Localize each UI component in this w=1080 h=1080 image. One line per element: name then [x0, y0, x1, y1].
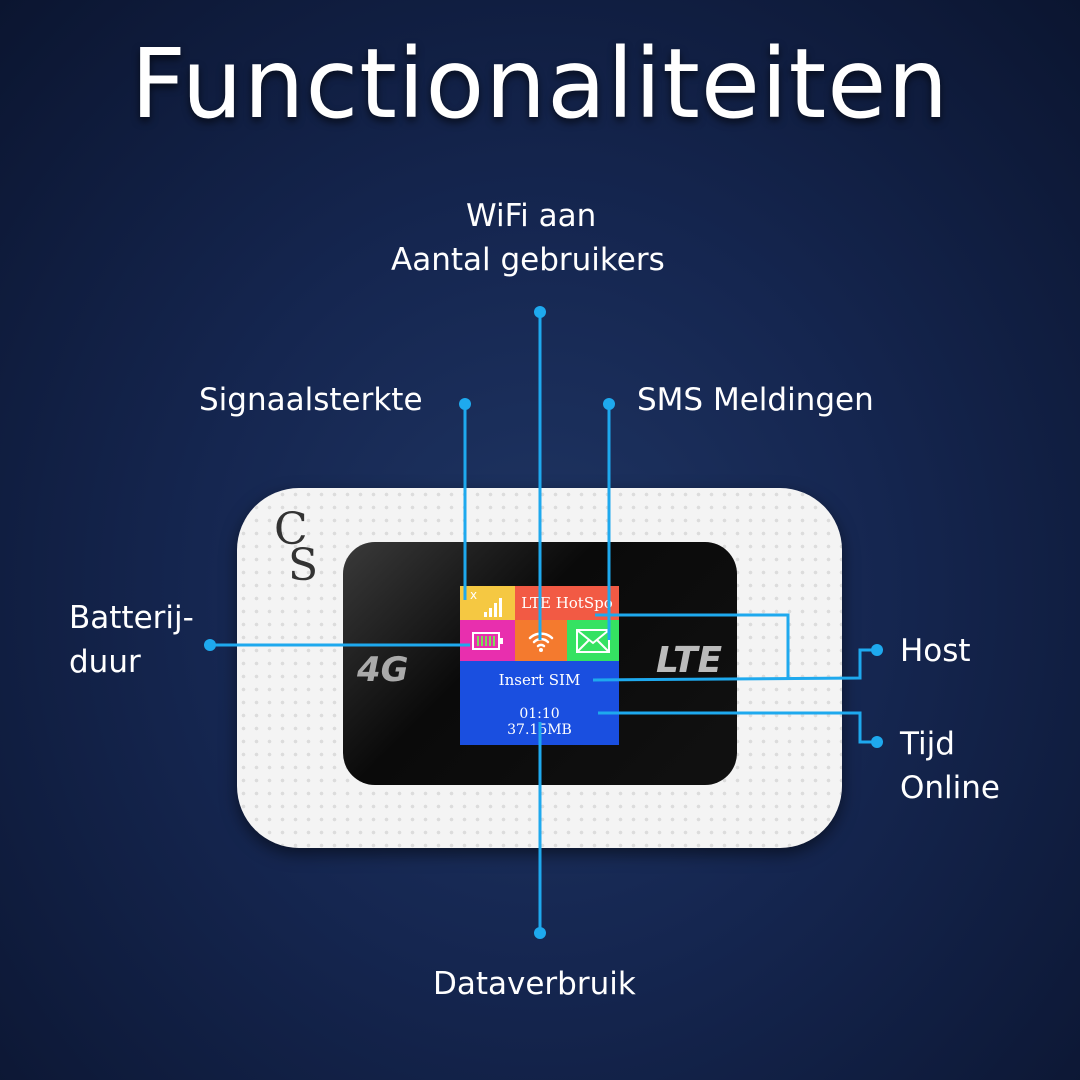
signal-dot	[459, 398, 471, 410]
network-tile: LTE HotSpo	[515, 586, 619, 620]
time-dot	[871, 736, 883, 748]
no-service-mark: x	[470, 588, 478, 602]
label-online: Online	[900, 770, 1000, 806]
sms-dot	[603, 398, 615, 410]
signal-tile: x	[460, 586, 515, 620]
page-title: Functionaliteiten	[130, 28, 950, 140]
signal-bars-icon	[483, 598, 502, 617]
label-signal: Signaalsterkte	[199, 382, 423, 418]
lte-badge: LTE	[656, 640, 723, 681]
host-dot	[871, 644, 883, 656]
battery-dot	[204, 639, 216, 651]
label-data: Dataverbruik	[433, 966, 636, 1002]
time-callout-line	[598, 711, 877, 744]
label-time: Tijd	[900, 726, 955, 762]
data-dot	[534, 927, 546, 939]
label-wifi: WiFi aan	[466, 198, 597, 234]
wifi-dot	[534, 306, 546, 318]
label-users: Aantal gebruikers	[391, 242, 665, 278]
4g-badge: 4G	[357, 650, 409, 690]
host-callout-line-a	[595, 613, 790, 678]
battery-icon	[471, 631, 503, 650]
label-battery-2: duur	[69, 644, 141, 680]
label-sms: SMS Meldingen	[637, 382, 874, 418]
sim-status: Insert SIM	[498, 671, 581, 689]
label-battery: Batterij-	[69, 600, 194, 636]
battery-tile	[460, 620, 515, 661]
online-time: 01:10	[519, 706, 560, 722]
host-callout-line-b	[592, 648, 877, 682]
envelope-icon	[576, 628, 610, 653]
label-host: Host	[900, 633, 971, 669]
